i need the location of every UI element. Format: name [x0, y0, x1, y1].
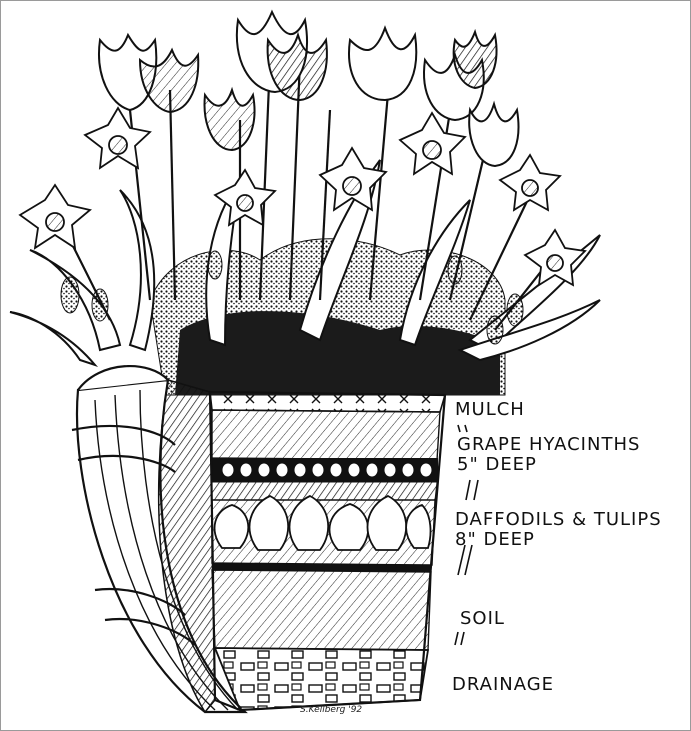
label-grape-hyacinths: GRAPE HYACINTHS — [457, 434, 640, 455]
label-daffodils-tulips: DAFFODILS & TULIPS — [455, 509, 662, 530]
label-drainage: DRAINAGE — [452, 674, 554, 695]
label-soil: SOIL — [460, 608, 505, 629]
artist-signature: S.Kellberg '92 — [300, 705, 362, 715]
label-daffodils-tulips-depth: 8" DEEP — [455, 529, 535, 550]
soil-cross-section — [210, 392, 445, 710]
label-grape-hyacinths-depth: 5" DEEP — [457, 454, 537, 475]
flower-mass — [10, 12, 600, 395]
label-mulch: MULCH — [455, 399, 525, 420]
